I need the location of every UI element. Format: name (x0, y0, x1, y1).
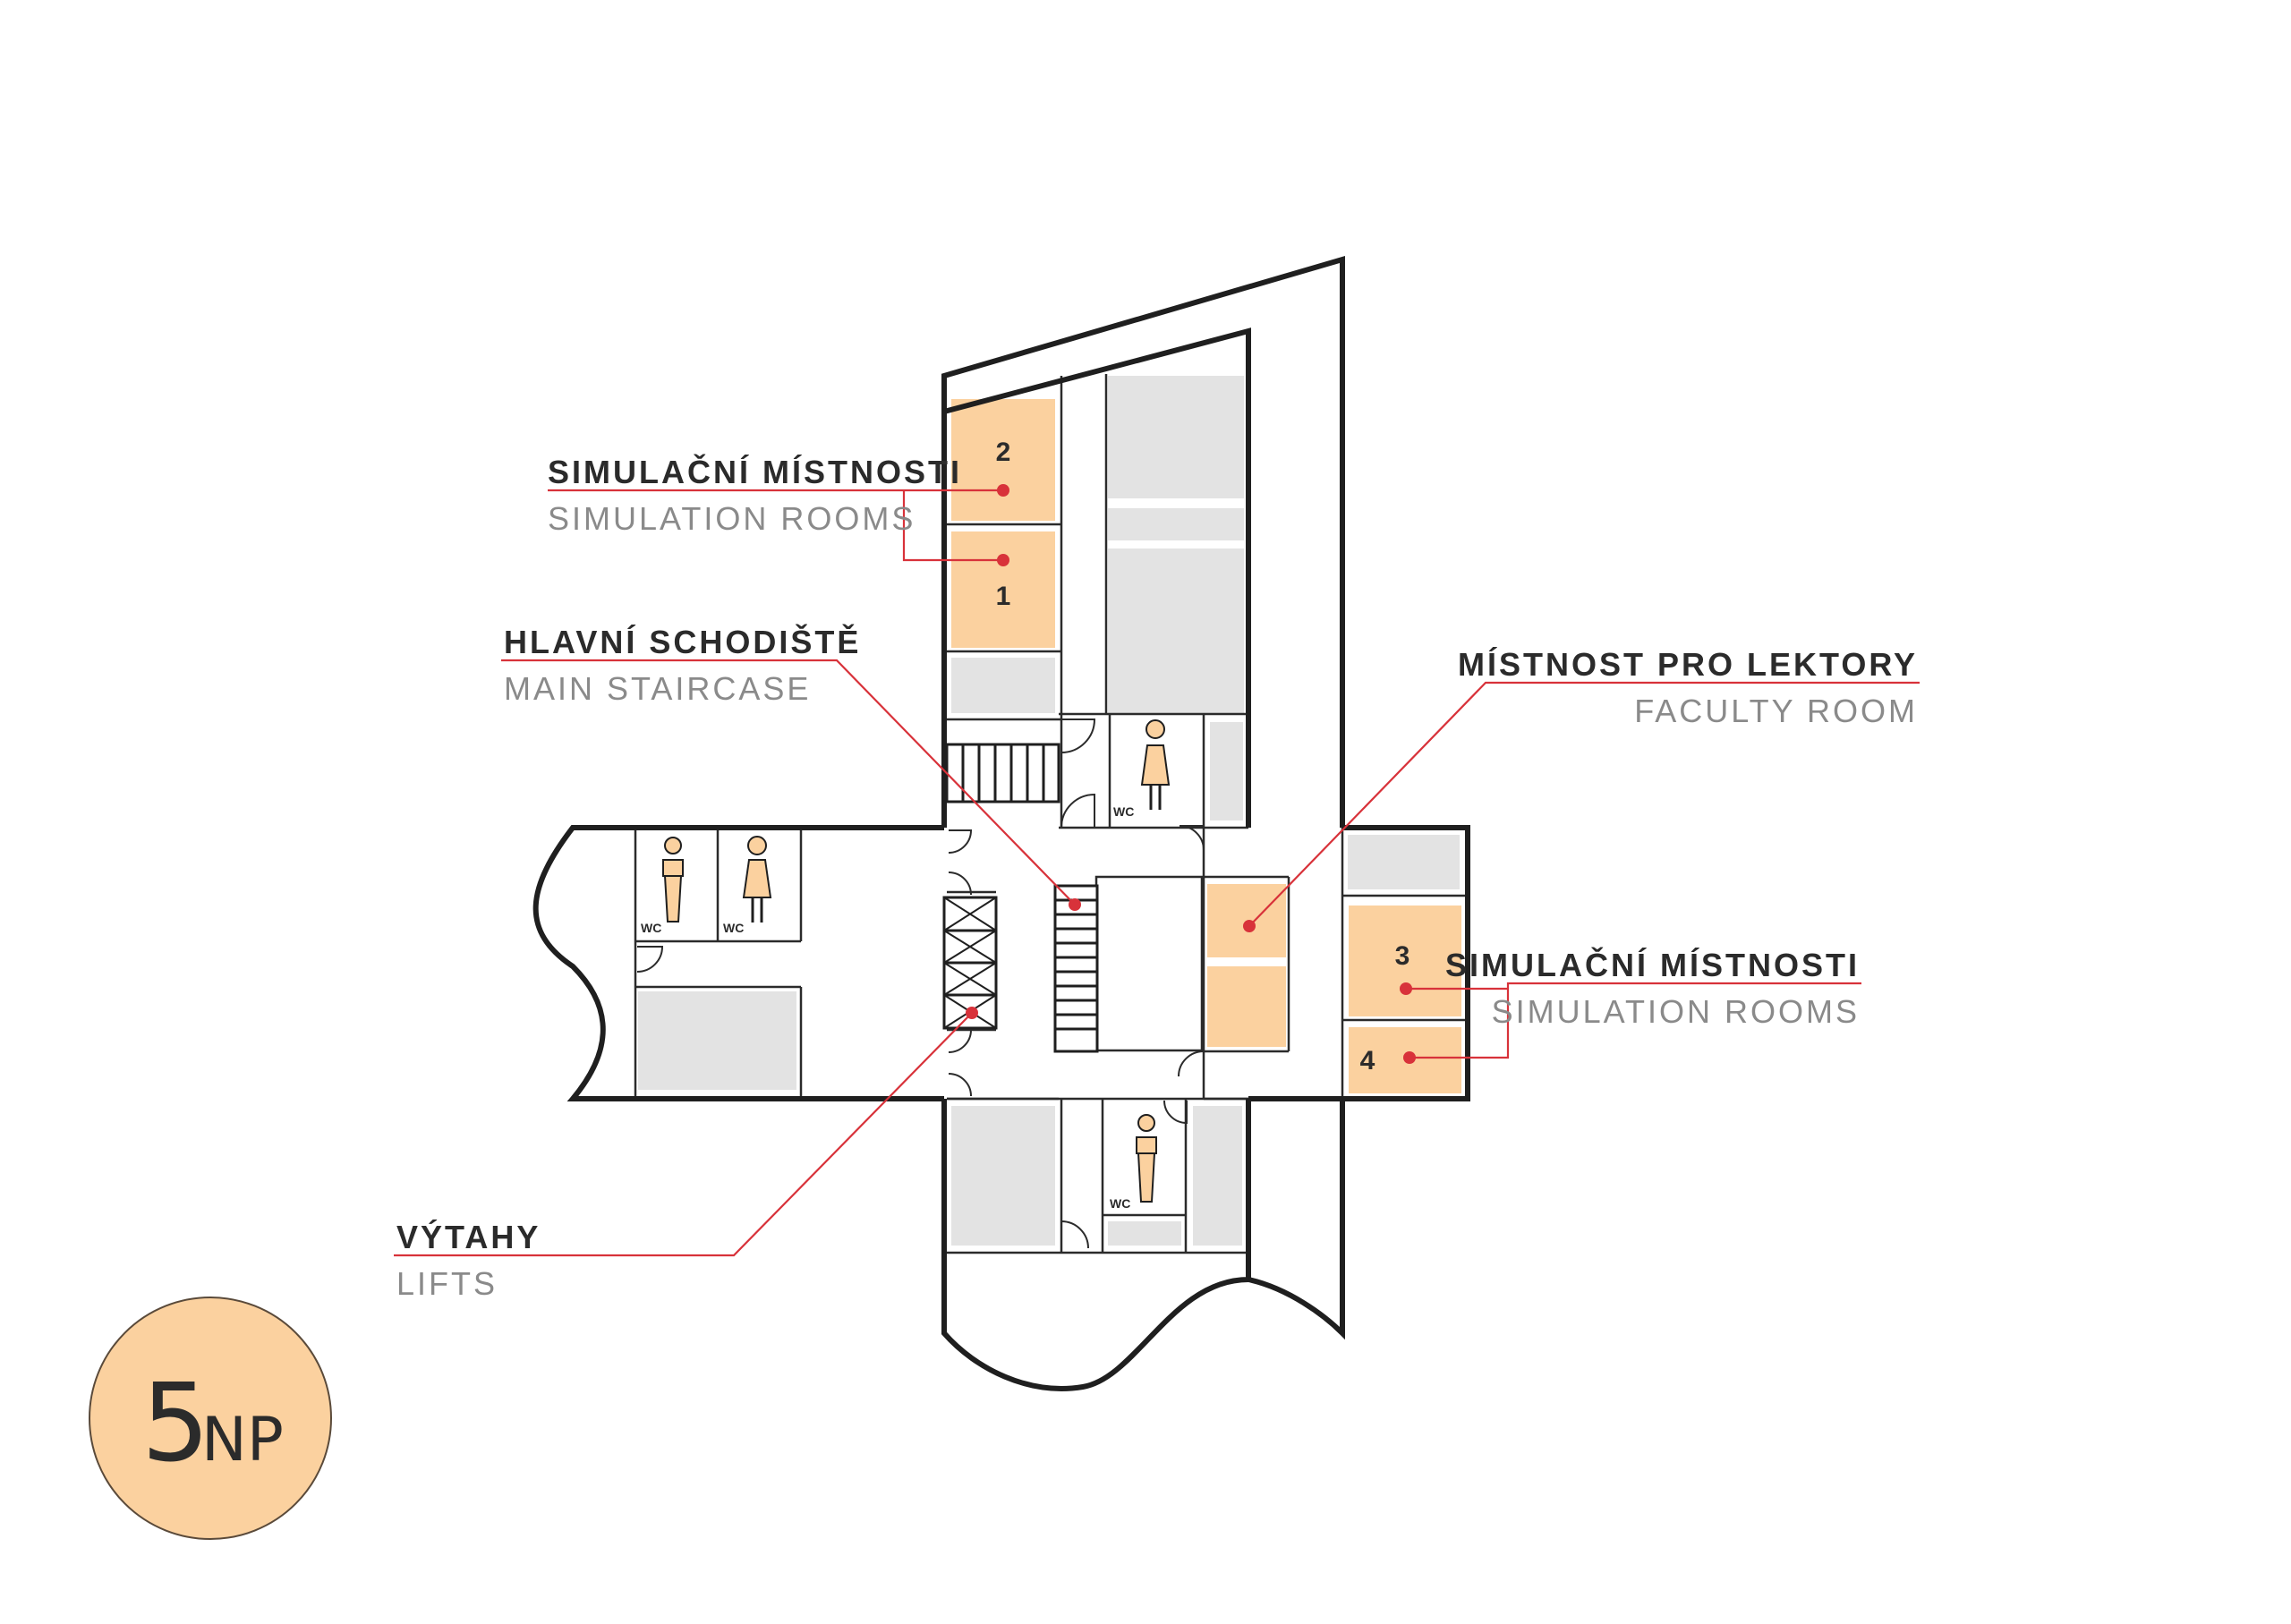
leader-lines (394, 489, 1920, 1257)
wc-label-west-female: WC (723, 921, 744, 935)
gray-area-south-wc-bottom (1108, 1221, 1181, 1246)
labels: SIMULAČNÍ MÍSTNOSTI SIMULATION ROOMS HLA… (396, 453, 1918, 1302)
wc-label-south: WC (1110, 1196, 1130, 1211)
label-sim-right-en: SIMULATION ROOMS (1492, 993, 1860, 1030)
room-number-3: 3 (1395, 941, 1410, 971)
gray-area-north-narrow (1210, 722, 1243, 821)
outer-walls (532, 255, 1470, 1391)
floor-number: 5 (141, 1362, 209, 1486)
leader-sim-left-1 (902, 490, 1002, 562)
leader-dots (966, 484, 1416, 1064)
gray-area-west-wing-north (951, 658, 1055, 713)
gray-area-east-top (1348, 835, 1460, 889)
leader-faculty (1248, 681, 1920, 927)
male-toilet-icon (662, 837, 684, 923)
room-numbers: 2 1 3 4 (996, 438, 1410, 1076)
gray-area-north-top (1108, 376, 1244, 498)
label-faculty-cz: MÍSTNOST PRO LEKTORY (1458, 646, 1918, 683)
lift-shaft-icon (942, 896, 998, 1030)
label-staircase-en: MAIN STAIRCASE (504, 670, 811, 707)
label-sim-left-cz: SIMULAČNÍ MÍSTNOSTI (548, 453, 962, 490)
simulation-room-1 (951, 531, 1055, 648)
label-staircase-cz: HLAVNÍ SCHODIŠTĚ (504, 623, 861, 660)
wc-label-north: WC (1113, 804, 1134, 819)
gray-area-south-west (951, 1106, 1055, 1246)
label-sim-right-cz: SIMULAČNÍ MÍSTNOSTI (1445, 946, 1860, 983)
floor-suffix: NP (201, 1405, 284, 1475)
wc-label-west-male: WC (641, 921, 661, 935)
label-lifts-cz: VÝTAHY (396, 1219, 541, 1255)
gray-area-south-east (1193, 1106, 1242, 1246)
female-toilet-icon (1140, 719, 1171, 810)
label-lifts-en: LIFTS (396, 1265, 498, 1302)
leader-sim-right-4 (1410, 982, 1861, 1059)
door-swing-icon (636, 718, 1205, 1249)
gray-area-west-room (638, 991, 796, 1090)
gray-area-north-mid (1108, 548, 1244, 714)
simulation-room-3 (1349, 906, 1461, 1016)
gray-area-north-strip (1108, 508, 1244, 540)
floor-badge: 5 NP (89, 1297, 332, 1540)
room-number-1: 1 (996, 582, 1011, 611)
faculty-room-annex (1207, 966, 1286, 1047)
gray-areas (638, 376, 1460, 1246)
highlighted-rooms (951, 399, 1461, 1093)
room-number-2: 2 (996, 438, 1011, 467)
simulation-room-2 (951, 399, 1055, 521)
label-faculty-en: FACULTY ROOM (1634, 693, 1918, 729)
label-sim-left-en: SIMULATION ROOMS (548, 500, 916, 537)
female-toilet-icon (742, 836, 772, 923)
male-toilet-icon (1136, 1114, 1157, 1203)
leader-lifts (394, 1013, 972, 1257)
room-number-4: 4 (1360, 1046, 1375, 1076)
wc-figures: WC WC WC WC (641, 719, 1171, 1211)
leader-staircase (501, 659, 1075, 905)
